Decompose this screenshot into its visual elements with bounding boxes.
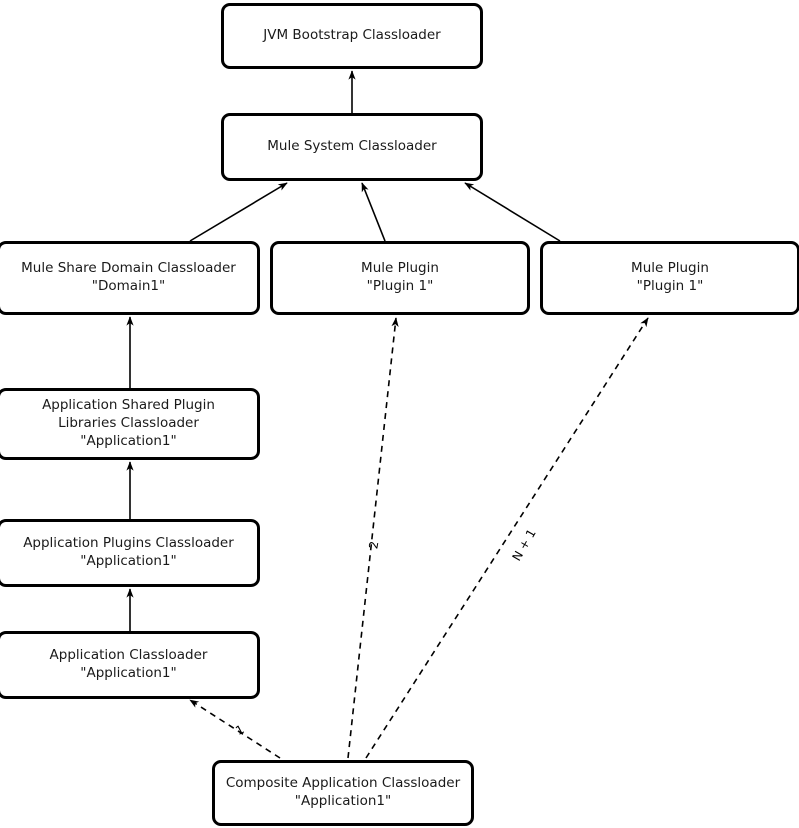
edge-edge-plugin-middle-to-system [361, 182, 386, 242]
node-label: Mule System Classloader [267, 138, 437, 155]
node-application-plugins-classloader[interactable]: Application Plugins Classloader "Applica… [0, 519, 260, 587]
edge-edge-composite-to-application [189, 699, 281, 759]
node-label: Application Shared Plugin Libraries Clas… [42, 397, 215, 449]
edge-edge-composite-to-plugin-middle [347, 317, 399, 759]
node-mule-system-classloader[interactable]: Mule System Classloader [221, 113, 483, 181]
node-label: Mule Share Domain Classloader "Domain1" [21, 260, 236, 294]
node-label: Application Plugins Classloader "Applica… [23, 535, 234, 569]
edge-edge-domain-to-system [189, 182, 288, 242]
node-mule-plugin-1-middle[interactable]: Mule Plugin "Plugin 1" [270, 241, 530, 315]
node-label: Mule Plugin "Plugin 1" [631, 260, 709, 294]
node-label: Mule Plugin "Plugin 1" [361, 260, 439, 294]
node-application-classloader[interactable]: Application Classloader "Application1" [0, 631, 260, 699]
node-mule-plugin-1-right[interactable]: Mule Plugin "Plugin 1" [540, 241, 799, 315]
node-composite-application-classloader[interactable]: Composite Application Classloader "Appli… [212, 760, 474, 826]
node-label: JVM Bootstrap Classloader [263, 27, 441, 44]
edge-edge-plugin-right-to-system [464, 182, 561, 242]
node-application-shared-plugin-libraries-classloader[interactable]: Application Shared Plugin Libraries Clas… [0, 388, 260, 460]
node-label: Composite Application Classloader "Appli… [225, 775, 461, 809]
node-mule-share-domain-classloader[interactable]: Mule Share Domain Classloader "Domain1" [0, 241, 260, 315]
node-label: Application Classloader "Application1" [49, 647, 208, 681]
edge-edge-composite-to-plugin-right [365, 317, 649, 759]
node-jvm-bootstrap-classloader[interactable]: JVM Bootstrap Classloader [221, 3, 483, 69]
